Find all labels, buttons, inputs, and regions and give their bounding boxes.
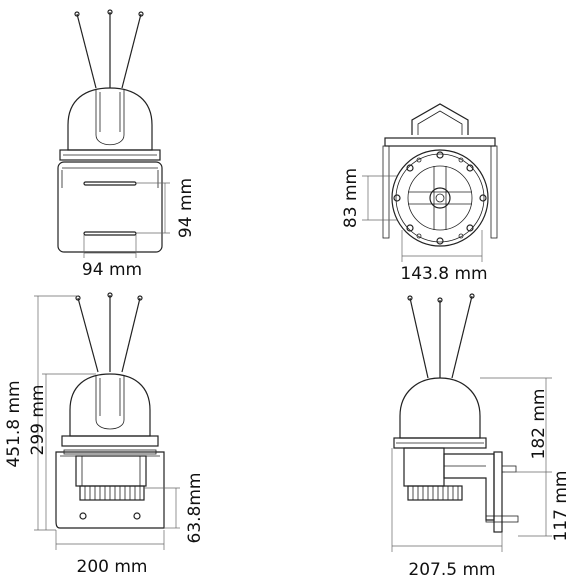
front-view-bottom: 451.8 mm 299 mm 63.8mm 200 mm — [4, 292, 205, 577]
wall-plate — [493, 451, 503, 533]
bracket-height-label: 117 mm — [551, 471, 571, 542]
dimension-lines — [362, 175, 483, 262]
mount-slot-upper — [83, 181, 137, 186]
camera-body — [57, 161, 163, 253]
wall-bracket — [55, 451, 165, 529]
mounting-arm — [443, 453, 495, 521]
height-label: 94 mm — [176, 178, 196, 238]
antennas — [75, 292, 143, 373]
wall-bracket — [411, 103, 469, 135]
camera-dome — [69, 373, 151, 437]
total-height-label: 451.8 mm — [4, 380, 24, 467]
side-view-top: 83 mm 143.8 mm — [341, 103, 498, 284]
width-label: 200 mm — [77, 557, 148, 577]
dimension-lines — [83, 182, 170, 258]
width-label: 207.5 mm — [408, 560, 495, 580]
mount-flange — [59, 149, 161, 161]
ribbed-housing — [407, 485, 463, 501]
mount-flange — [61, 435, 159, 447]
width-label: 94 mm — [82, 260, 142, 280]
front-view-top: 94 mm 94 mm — [57, 9, 196, 280]
bolt-holes — [393, 151, 487, 245]
dimension-lines — [391, 377, 552, 552]
antennas — [407, 293, 475, 379]
side-view-bottom: 182 mm 117 mm 207.5 mm — [391, 293, 571, 580]
mount-slot-lower — [83, 231, 137, 236]
ribbed-housing — [79, 485, 145, 501]
bracket-height-label: 63.8mm — [185, 473, 205, 544]
camera-dome — [399, 377, 481, 439]
height-label: 83 mm — [341, 168, 361, 228]
dome-height-label: 182 mm — [529, 389, 549, 460]
width-label: 143.8 mm — [400, 264, 487, 284]
mount-flange-ring — [391, 149, 489, 247]
dimension-lines — [34, 295, 180, 550]
body-height-label: 299 mm — [28, 385, 48, 456]
camera-dome — [67, 87, 153, 151]
antennas — [74, 9, 144, 89]
